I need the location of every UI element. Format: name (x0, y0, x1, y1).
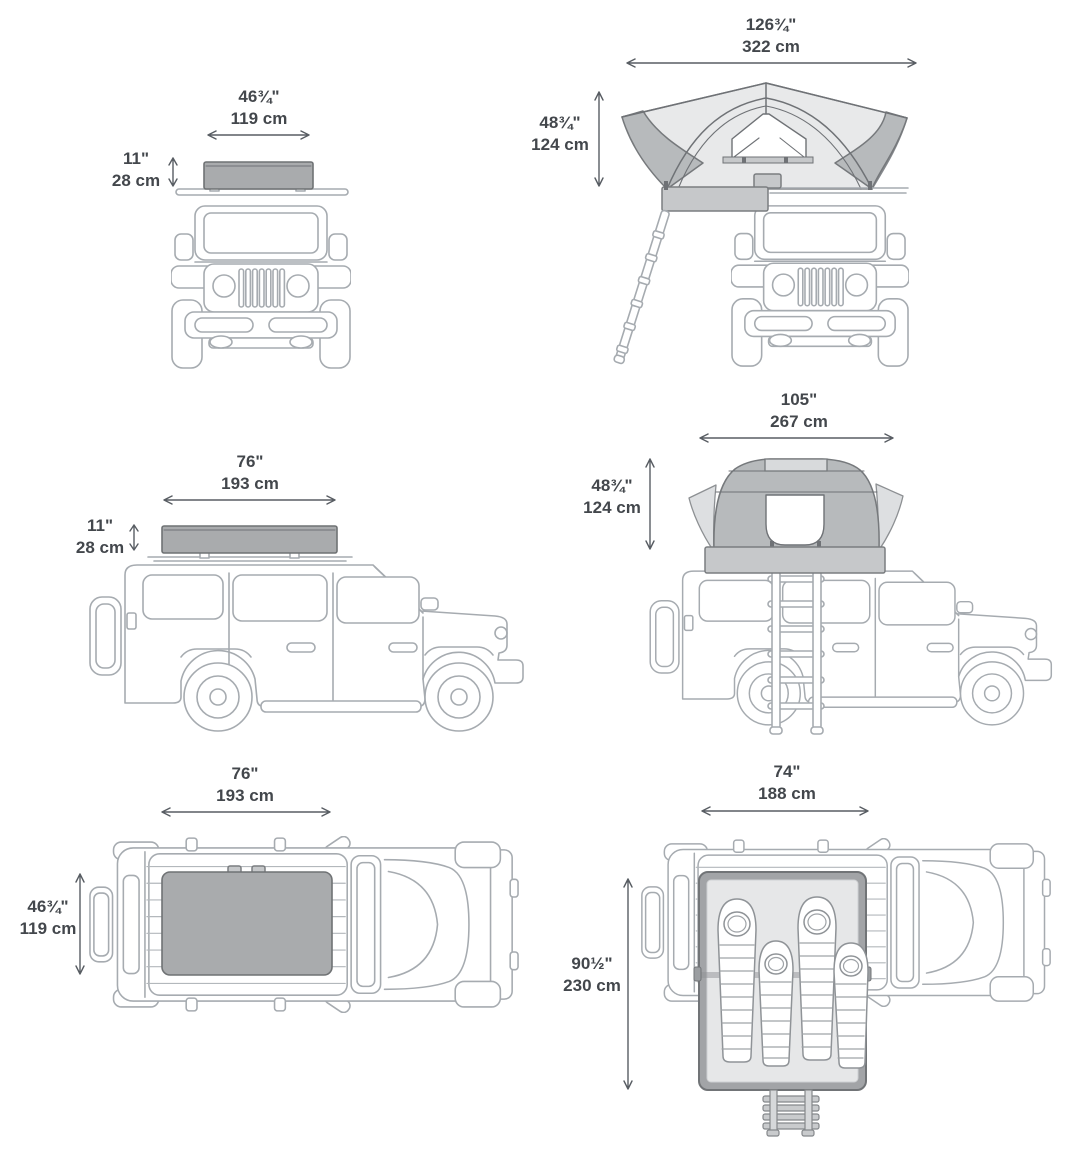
height-label-side-closed: 11" 28 cm (75, 516, 125, 557)
height-arrow-front-closed (168, 157, 178, 187)
sleeping-bag (758, 940, 794, 1067)
length-arrow-side-closed (163, 495, 336, 505)
height-arrow-side-closed (129, 524, 139, 551)
width-label-front-open: 126¾" 322 cm (742, 15, 800, 56)
length-arrow-side-open (699, 433, 894, 443)
front-view-tent-open (613, 82, 909, 367)
rooftop-tent-closed (203, 161, 314, 190)
width-label-top-closed: 46¾" 119 cm (19, 897, 77, 938)
sleeping-bag (717, 898, 757, 1063)
width-arrow-top-open (701, 806, 869, 816)
height-label-front-open: 48¾" 124 cm (531, 113, 589, 154)
top-view-tent-closed (89, 836, 519, 1013)
top-view-tent-open (641, 838, 1051, 1137)
width-label-top-open: 74" 188 cm (758, 762, 816, 803)
width-arrow-front-closed (207, 130, 310, 140)
width-label-front-closed: 46¾" 119 cm (230, 87, 288, 128)
side-view-tent-open (649, 458, 1053, 735)
length-arrow-top-closed (161, 807, 331, 817)
length-label-side-closed: 76" 193 cm (221, 452, 279, 493)
height-label-side-open: 48¾" 124 cm (583, 476, 641, 517)
rooftop-tent-open-side (688, 458, 904, 574)
height-arrow-front-open (594, 91, 604, 187)
rooftop-tent-closed (161, 525, 338, 554)
jeep-front-drawing (731, 205, 909, 367)
tent-fold-out-platform (661, 186, 769, 212)
length-label-side-open: 105" 267 cm (770, 390, 828, 431)
side-view-tent-closed (89, 525, 524, 732)
length-label-top-closed: 76" 193 cm (216, 764, 274, 805)
length-label-top-open: 90½" 230 cm (563, 954, 621, 995)
sleeping-bag (833, 942, 869, 1069)
rooftop-tent-open-top (693, 871, 872, 1091)
tent-window (765, 494, 825, 546)
width-arrow-top-closed (75, 873, 85, 975)
telescoping-ladder (767, 570, 825, 735)
height-arrow-side-open (645, 458, 655, 550)
front-view-tent-closed (171, 161, 351, 369)
telescoping-ladder (613, 209, 670, 365)
jeep-side-drawing (649, 570, 1053, 726)
sleeping-bag (797, 896, 837, 1061)
telescoping-ladder (762, 1089, 820, 1137)
height-label-front-closed: 11" 28 cm (111, 149, 161, 190)
rooftop-tent-closed (161, 865, 333, 976)
jeep-side-drawing (89, 564, 524, 732)
tent-base (704, 546, 886, 574)
width-arrow-front-open (626, 58, 917, 68)
tent-latch (753, 173, 782, 189)
jeep-front-drawing (171, 205, 351, 369)
rooftop-tent-open-front (621, 82, 909, 212)
length-arrow-top-open (623, 878, 633, 1090)
